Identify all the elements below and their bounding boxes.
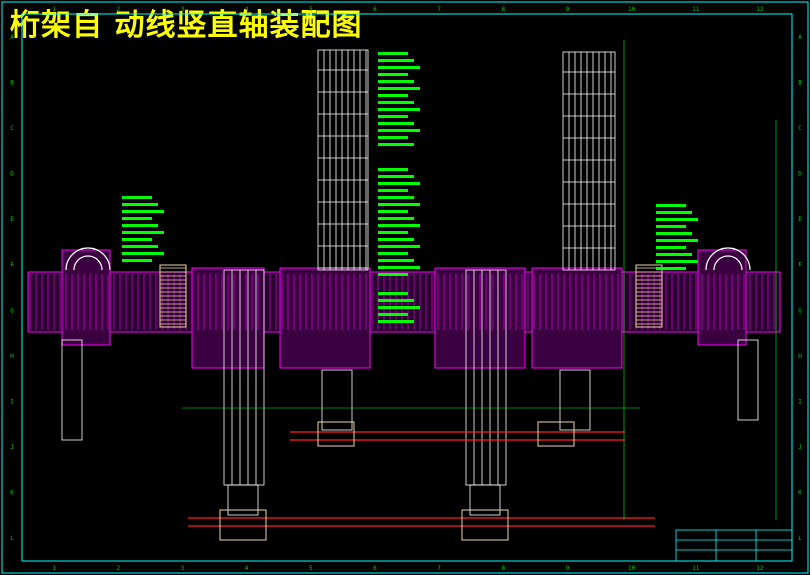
border-column-label: 11 bbox=[692, 565, 700, 572]
border-row-label: L bbox=[10, 535, 14, 542]
border-column-label: 7 bbox=[437, 6, 441, 13]
border-row-label: B bbox=[10, 79, 14, 86]
border-column-label: 2 bbox=[116, 565, 120, 572]
vertical-column-right bbox=[562, 51, 616, 271]
border-row-label: I bbox=[798, 398, 802, 405]
dimension-lines bbox=[182, 40, 777, 520]
title-block bbox=[675, 529, 793, 562]
border-row-label: A bbox=[798, 34, 802, 41]
border-column-label: 7 bbox=[437, 565, 441, 572]
border-column-label: 6 bbox=[373, 6, 377, 13]
border-column-label: 4 bbox=[245, 565, 249, 572]
border-column-label: 1 bbox=[52, 565, 56, 572]
border-row-label: D bbox=[10, 171, 14, 178]
border-column-label: 10 bbox=[628, 565, 636, 572]
border-column-label: 8 bbox=[501, 565, 505, 572]
border-column-label: 3 bbox=[181, 6, 185, 13]
border-row-label: J bbox=[10, 444, 14, 451]
rail-supports bbox=[219, 421, 575, 541]
border-row-label: I bbox=[10, 398, 14, 405]
vertical-column-left bbox=[317, 49, 369, 271]
border-row-label: K bbox=[10, 490, 14, 497]
border-row-label: C bbox=[10, 125, 14, 132]
border-row-label: G bbox=[798, 307, 802, 314]
border-row-label: F bbox=[798, 262, 802, 269]
annotation-blocks bbox=[122, 52, 698, 323]
border-row-label: E bbox=[798, 216, 802, 223]
border-row-label: E bbox=[10, 216, 14, 223]
border-row-label: J bbox=[798, 444, 802, 451]
border-row-label: C bbox=[798, 125, 802, 132]
border-column-label: 12 bbox=[756, 6, 764, 13]
border-row-label: F bbox=[10, 262, 14, 269]
border-column-label: 5 bbox=[309, 6, 313, 13]
border-row-label: H bbox=[798, 353, 802, 360]
border-column-label: 6 bbox=[373, 565, 377, 572]
border-row-label: H bbox=[10, 353, 14, 360]
border-column-label: 9 bbox=[566, 6, 570, 13]
border-column-label: 8 bbox=[501, 6, 505, 13]
border-row-label: L bbox=[798, 535, 802, 542]
border-row-label: G bbox=[10, 307, 14, 314]
border-column-label: 9 bbox=[566, 565, 570, 572]
border-column-label: 11 bbox=[692, 6, 700, 13]
border-column-label: 10 bbox=[628, 6, 636, 13]
border-row-label: D bbox=[798, 171, 802, 178]
border-row-label: A bbox=[10, 34, 14, 41]
border-row-label: K bbox=[798, 490, 802, 497]
cable-carrier-left bbox=[65, 247, 111, 271]
border-column-label: 12 bbox=[756, 565, 764, 572]
lower-shaft-assemblies bbox=[61, 269, 759, 516]
border-column-label: 1 bbox=[52, 6, 56, 13]
border-column-label: 5 bbox=[309, 565, 313, 572]
border-column-label: 4 bbox=[245, 6, 249, 13]
border-column-label: 3 bbox=[181, 565, 185, 572]
border-column-label: 2 bbox=[116, 6, 120, 13]
cable-carrier-right bbox=[705, 247, 751, 271]
border-row-label: B bbox=[798, 79, 802, 86]
